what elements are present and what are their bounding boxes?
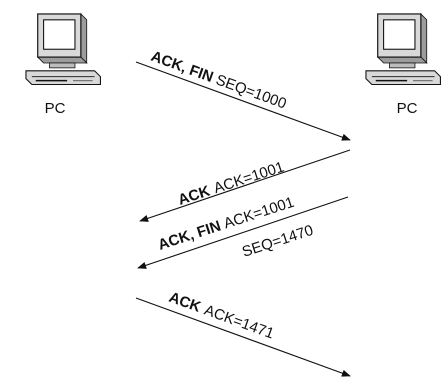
message-ack-fin-ack-seq: ACK, FINACK=1001 SEQ=1470 [137,194,349,269]
arrow-left-to-right [135,297,351,377]
field-ack: ACK=1471 [202,302,276,343]
computer-icon [365,13,442,86]
flag-ack: ACK [176,183,212,209]
field-ack: ACK=1001 [212,158,287,197]
right-pc-label: PC [397,100,418,117]
message-label: ACK, FINSEQ=1000 [149,48,289,113]
arrow-right-to-left [137,196,349,269]
left-pc-label: PC [45,100,66,117]
right-pc: PC [365,13,442,117]
message-ack-fin-seq: ACK, FINSEQ=1000 [135,48,351,141]
arrow-right-to-left [139,149,351,222]
flag-ack: ACK [167,289,204,316]
left-pc: PC [25,13,102,117]
field-seq: SEQ=1000 [213,71,288,112]
field-seq: SEQ=1470 [240,222,315,261]
message-ack-ack-final: ACKACK=1471 [135,289,351,377]
arrow-left-to-right [135,61,351,141]
flag-fin: FIN [195,218,223,242]
flag-ack: ACK [156,228,192,254]
computer-icon [25,13,102,86]
